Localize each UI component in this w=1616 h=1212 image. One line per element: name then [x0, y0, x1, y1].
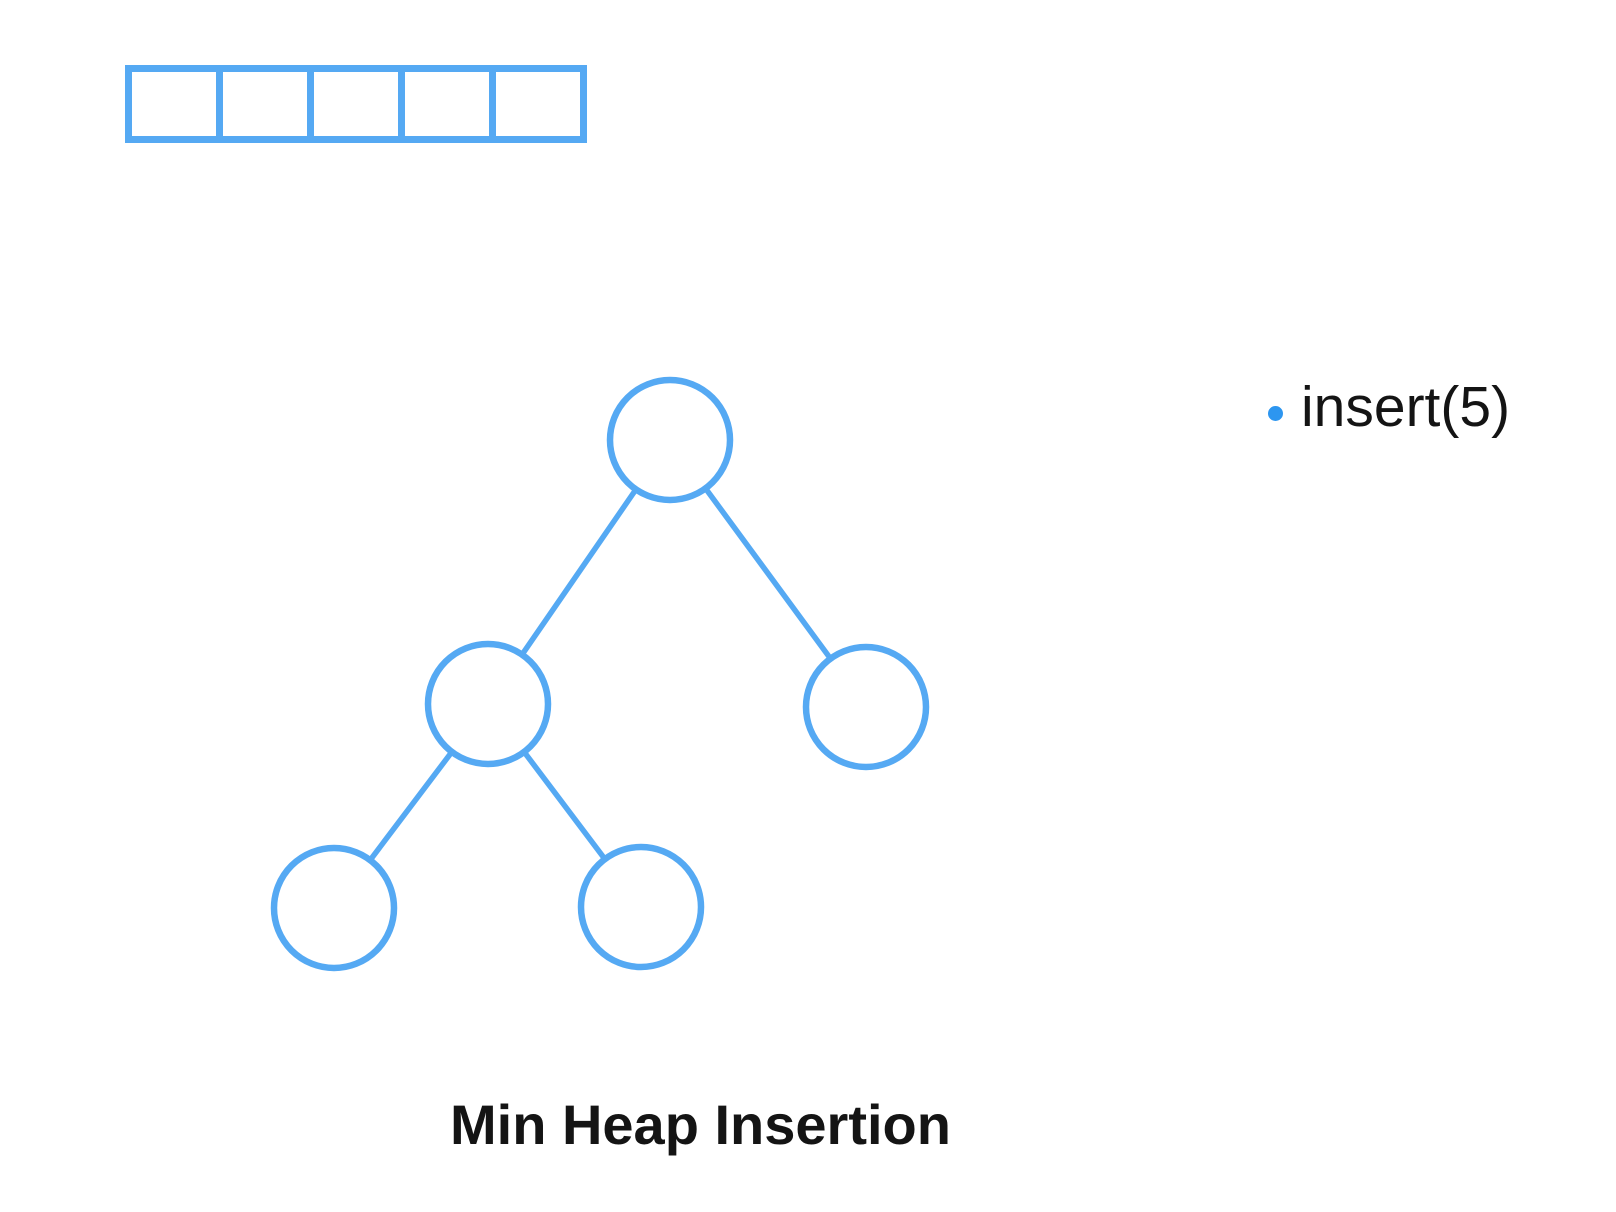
array-cell [489, 72, 580, 136]
array-cell [398, 72, 489, 136]
insert-operation-label: insert(5) [1301, 375, 1511, 439]
tree-node-left-child [424, 640, 552, 768]
bullet-dot-icon [1268, 406, 1283, 421]
tree-node-root [606, 376, 734, 504]
array-cell [307, 72, 398, 136]
tree-node-left-left-leaf [270, 844, 398, 972]
array-cell [132, 72, 216, 136]
heap-array [125, 65, 587, 143]
tree-node-right-child [802, 643, 930, 771]
array-cell [216, 72, 307, 136]
tree-node-left-right-leaf [577, 843, 705, 971]
page-title: Min Heap Insertion [450, 1093, 951, 1156]
